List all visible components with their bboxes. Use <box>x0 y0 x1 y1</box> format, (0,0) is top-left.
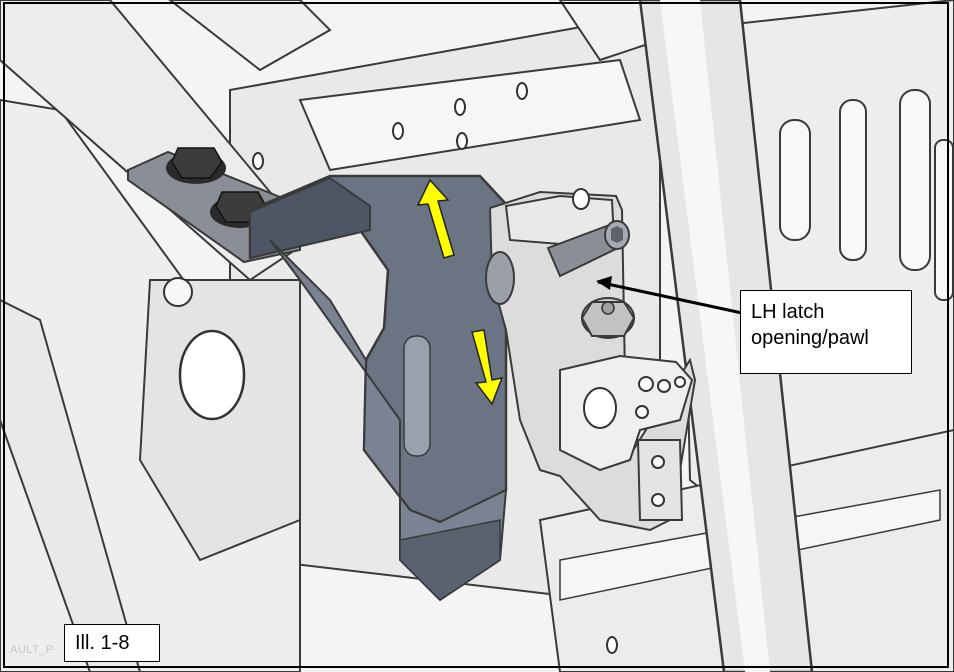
latch-callout-label: LH latch opening/pawl <box>740 290 912 374</box>
downward-arrow-icon <box>471 329 504 406</box>
callout-line-2: opening/pawl <box>751 327 869 349</box>
latch-plate-hole-small-4 <box>674 376 686 388</box>
figure-label: Ill. 1-8 <box>64 624 160 662</box>
pawl-pin <box>546 220 630 278</box>
upward-arrow-icon <box>416 178 455 259</box>
front-tube-highlight <box>660 0 770 672</box>
bolt-1 <box>166 147 226 184</box>
latch-roller <box>485 251 515 305</box>
top-left-tube <box>168 0 332 72</box>
plate-boss <box>163 277 193 307</box>
latch-lower-tab <box>636 439 684 521</box>
panel-flange <box>298 58 642 172</box>
bracket-slot <box>403 335 431 457</box>
latch-nut <box>580 297 636 339</box>
floor-hole <box>606 636 618 654</box>
lower-left-tube <box>0 298 142 672</box>
callout-line-1: LH latch <box>751 301 825 323</box>
lower-tab-hole-2 <box>651 493 665 507</box>
lower-tab-hole-1 <box>651 455 665 469</box>
plate-hole <box>178 329 246 421</box>
bracket-top-flange <box>249 176 371 260</box>
callout-leader-line <box>597 280 743 315</box>
latch-cover-hole <box>572 188 590 210</box>
callout-arrowhead <box>596 276 612 290</box>
watermark-text: AULT_P <box>10 644 54 656</box>
latch-plate-hole-small-2 <box>657 379 671 393</box>
latch-plate-hole-small-1 <box>638 376 654 392</box>
bracket-foot <box>399 519 501 601</box>
latch-plate-hole-small-3 <box>635 405 649 419</box>
bracket-lower-leg <box>269 239 508 602</box>
mounting-plate <box>138 279 301 562</box>
latch-plate-hole <box>583 387 617 429</box>
